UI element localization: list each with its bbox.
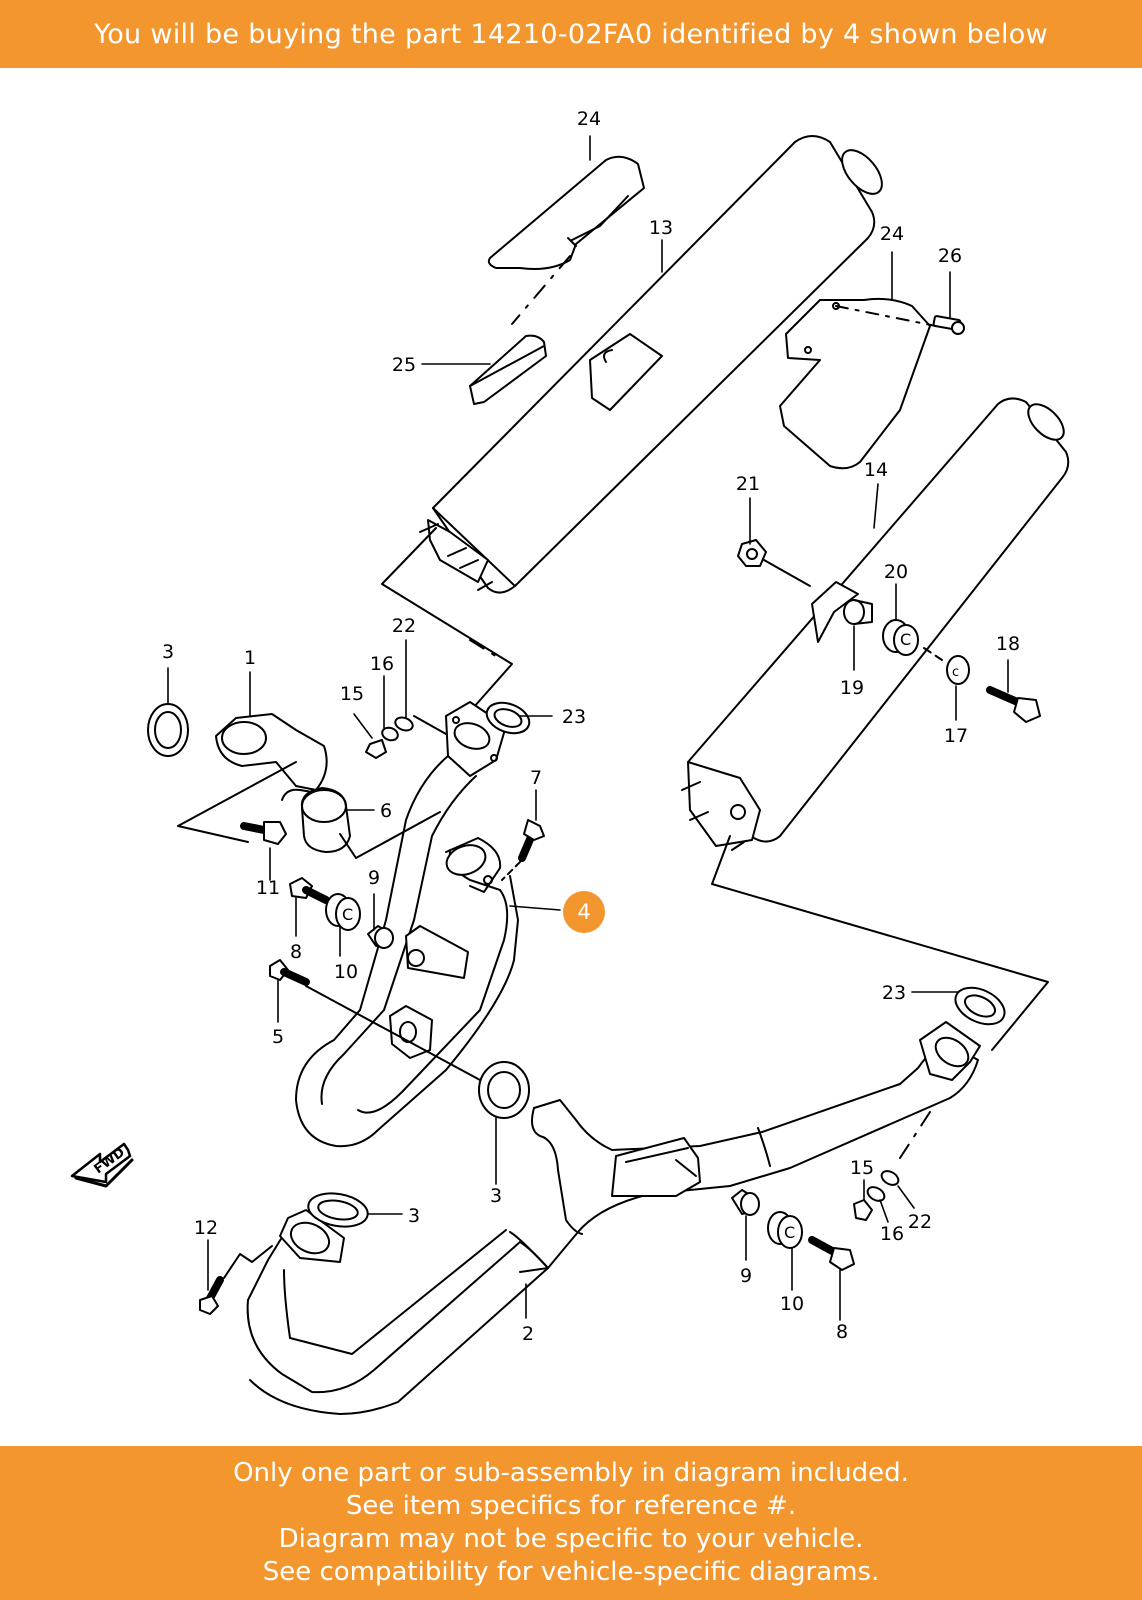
callout-10-lower: 10 xyxy=(780,1293,804,1315)
grommet-10-upper: C xyxy=(325,893,361,931)
svg-text:C: C xyxy=(784,1223,795,1242)
gasket-3-lower xyxy=(307,1192,369,1228)
callout-21: 21 xyxy=(736,473,760,495)
highlight-marker xyxy=(563,891,605,933)
gasket-23-upper xyxy=(485,701,531,735)
callout-6: 6 xyxy=(380,800,392,822)
callout-3-middle: 3 xyxy=(490,1185,502,1207)
callout-8-upper: 8 xyxy=(290,941,302,963)
callout-14: 14 xyxy=(864,459,888,481)
gasket-23-lower xyxy=(954,986,1006,1026)
grommet-20: C xyxy=(882,619,919,656)
svg-text:C: C xyxy=(342,905,353,924)
callout-25: 25 xyxy=(392,354,416,376)
disclaimer-line-2: See item specifics for reference #. xyxy=(345,1491,797,1521)
bolt-11 xyxy=(240,821,287,845)
muffler-upper xyxy=(419,135,883,594)
callout-23-upper: 23 xyxy=(562,706,586,728)
callout-24-top: 24 xyxy=(577,108,601,130)
heat-shield-upper xyxy=(487,155,645,270)
disclaimer-line-1: Only one part or sub-assembly in diagram… xyxy=(233,1458,909,1488)
bolt-18 xyxy=(986,686,1041,723)
callout-22-upper: 22 xyxy=(392,615,416,637)
callout-12: 12 xyxy=(194,1217,218,1239)
gasket-3-middle xyxy=(478,1061,530,1119)
exhaust-pipe-4 xyxy=(295,701,519,1148)
callout-9-upper: 9 xyxy=(368,867,380,889)
top-banner-text: You will be buying the part 14210-02FA0 … xyxy=(94,18,1048,50)
collar-19 xyxy=(843,599,873,625)
collar-9-lower xyxy=(731,1189,760,1216)
muffler-lower xyxy=(681,397,1070,851)
bottom-banner: Only one part or sub-assembly in diagram… xyxy=(0,1446,1142,1600)
callout-3-lower: 3 xyxy=(408,1205,420,1227)
callout-20: 20 xyxy=(884,561,908,583)
nut-15-upper xyxy=(365,739,387,759)
washer-16-upper xyxy=(381,726,399,742)
washer-22-lower xyxy=(880,1170,900,1186)
callout-2: 2 xyxy=(522,1323,534,1345)
exhaust-diagram: C c xyxy=(0,68,1142,1446)
bolt-7 xyxy=(518,819,545,862)
callout-3-left: 3 xyxy=(162,641,174,663)
callout-18: 18 xyxy=(996,633,1020,655)
callout-23-lower: 23 xyxy=(882,982,906,1004)
disclaimer-line-3: Diagram may not be specific to your vehi… xyxy=(278,1524,864,1554)
callout-15-lower: 15 xyxy=(850,1157,874,1179)
grommet-10-lower: C xyxy=(767,1211,803,1249)
callout-15-upper: 15 xyxy=(340,683,364,705)
washer-17: c xyxy=(946,655,970,685)
collar-9-upper xyxy=(367,925,394,949)
joint-1 xyxy=(215,713,328,801)
bolt-8-lower xyxy=(808,1236,855,1271)
callout-26: 26 xyxy=(938,245,962,267)
callout-16-lower: 16 xyxy=(880,1223,904,1245)
callout-1: 1 xyxy=(244,647,256,669)
svg-text:C: C xyxy=(900,630,911,649)
callout-10-upper: 10 xyxy=(334,961,358,983)
top-banner: You will be buying the part 14210-02FA0 … xyxy=(0,0,1142,68)
fwd-arrow-icon: FWD xyxy=(70,1142,134,1188)
heat-shield-right xyxy=(779,297,931,470)
bolt-8-upper xyxy=(289,877,330,904)
callout-17: 17 xyxy=(944,725,968,747)
callout-19: 19 xyxy=(840,677,864,699)
callout-9-lower: 9 xyxy=(740,1265,752,1287)
bolt-26 xyxy=(932,315,965,335)
callout-16-upper: 16 xyxy=(370,653,394,675)
washer-22-upper xyxy=(394,716,414,732)
exhaust-pipe-2 xyxy=(246,1021,981,1415)
svg-text:c: c xyxy=(952,665,959,680)
sleeve-6 xyxy=(300,787,351,853)
bolt-12 xyxy=(199,1276,224,1315)
callout-24-right: 24 xyxy=(880,223,904,245)
callout-13: 13 xyxy=(649,217,673,239)
callout-4-highlighted: 4 xyxy=(577,900,590,924)
gasket-3-left xyxy=(147,703,189,757)
callout-22-lower: 22 xyxy=(908,1211,932,1233)
washer-16-lower xyxy=(866,1186,886,1202)
bolt-5 xyxy=(269,959,310,986)
nut-21 xyxy=(737,539,767,567)
heat-shield-bracket xyxy=(469,334,547,405)
callout-11: 11 xyxy=(256,877,280,899)
callout-8-lower: 8 xyxy=(836,1321,848,1343)
nut-15-lower xyxy=(853,1199,873,1221)
callout-5: 5 xyxy=(272,1026,284,1048)
callout-7: 7 xyxy=(530,767,542,789)
disclaimer-line-4: See compatibility for vehicle-specific d… xyxy=(262,1557,880,1587)
